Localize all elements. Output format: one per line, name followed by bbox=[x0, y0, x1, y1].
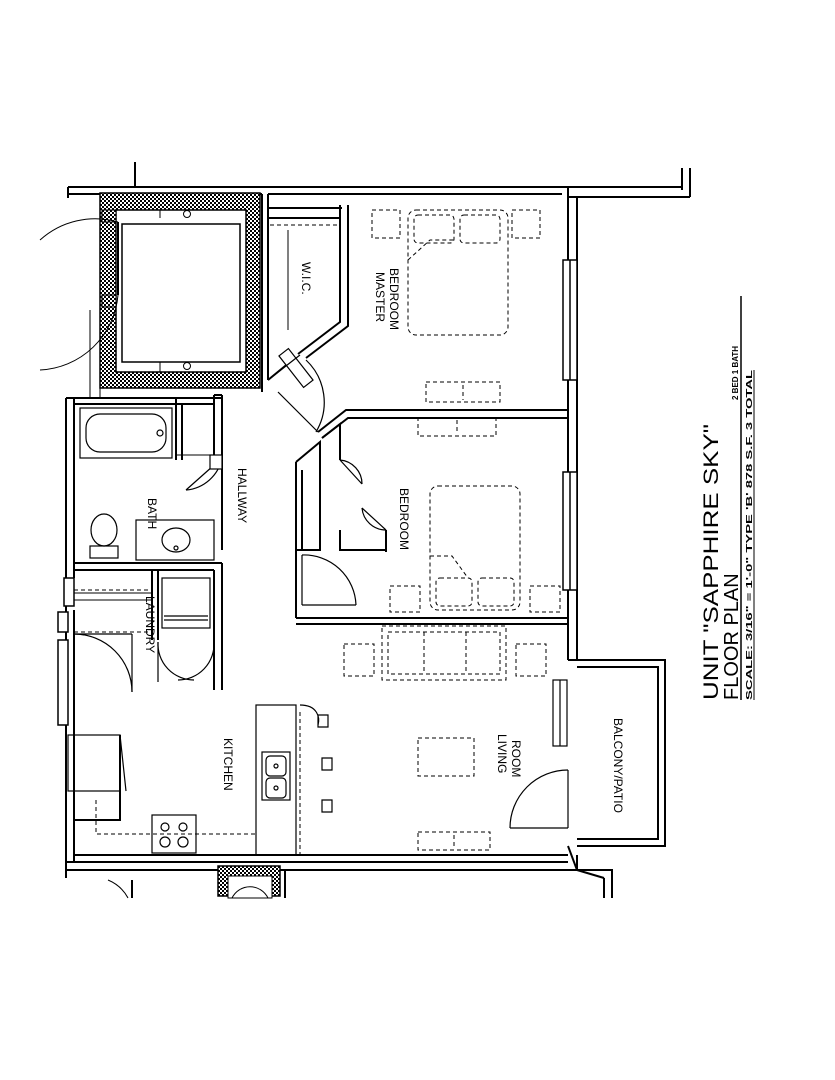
fixtures bbox=[67, 407, 333, 856]
bottom-core bbox=[107, 865, 281, 899]
title-block: UNIT "SAPPHIRE SKY" FLOOR PLAN 2 BED 1 B… bbox=[700, 296, 755, 700]
room-label-wic: W.I.C. bbox=[299, 262, 313, 295]
room-label-living-2: ROOM bbox=[509, 740, 523, 777]
room-label-master-2: BEDROOM bbox=[387, 268, 401, 330]
unit-type: 2 BED 1 BATH bbox=[731, 346, 740, 400]
room-label-hallway: HALLWAY bbox=[235, 468, 249, 523]
stair-core bbox=[39, 192, 261, 398]
doors bbox=[73, 347, 569, 829]
room-label-living-1: LIVING bbox=[495, 734, 509, 773]
room-label-bedroom: BEDROOM bbox=[397, 488, 411, 550]
scale-line: SCALE: 3/16" = 1'-0" TYPE 'B' 878 S.F. 3… bbox=[744, 370, 754, 700]
room-label-balcony: BALCONY/PATIO bbox=[611, 718, 625, 813]
unit-name: UNIT "SAPPHIRE SKY" bbox=[700, 424, 723, 700]
furniture bbox=[74, 209, 561, 855]
balcony bbox=[567, 659, 666, 871]
plan-label: FLOOR PLAN bbox=[721, 573, 743, 700]
room-label-bath: BATH bbox=[145, 498, 159, 529]
room-label-master-1: MASTER bbox=[373, 272, 387, 322]
room-label-kitchen: KITCHEN bbox=[221, 738, 235, 791]
windows bbox=[57, 259, 578, 726]
interior-walls bbox=[74, 194, 568, 821]
room-label-laundry: LAUNDRY bbox=[143, 596, 157, 653]
